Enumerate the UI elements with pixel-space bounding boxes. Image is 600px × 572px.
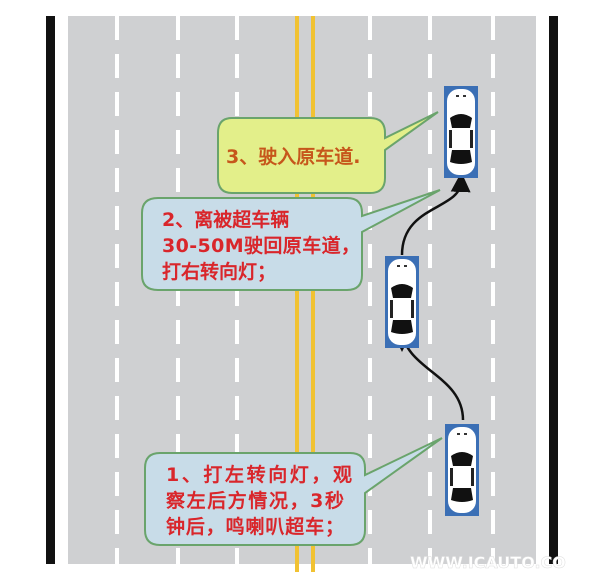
step1-line-1: 1、打左转向灯，观	[166, 463, 352, 486]
car-step3	[444, 86, 478, 178]
watermark: WWW.ICAUTO.CO	[410, 553, 566, 572]
step1-line-2: 察左后方情况，3秒	[166, 489, 344, 512]
step2-line-3: 打右转向灯；	[162, 260, 276, 283]
callout-step1: 1、打左转向灯，观 察左后方情况，3秒 钟后，鸣喇叭超车；	[144, 437, 443, 546]
step1-line-3: 钟后，鸣喇叭超车；	[166, 515, 344, 538]
callout-step2: 2、离被超车辆 30-50M驶回原车道， 打右转向灯；	[141, 189, 441, 291]
car-step2	[385, 256, 419, 348]
step2-line-2: 30-50M驶回原车道，	[162, 234, 360, 257]
step3-line-1: 3、驶入原车道.	[226, 145, 360, 168]
step2-line-1: 2、离被超车辆	[162, 208, 289, 231]
callout-step3: 3、驶入原车道.	[217, 111, 439, 194]
car-step1	[445, 424, 479, 516]
path-arrow-return-right	[400, 172, 471, 256]
